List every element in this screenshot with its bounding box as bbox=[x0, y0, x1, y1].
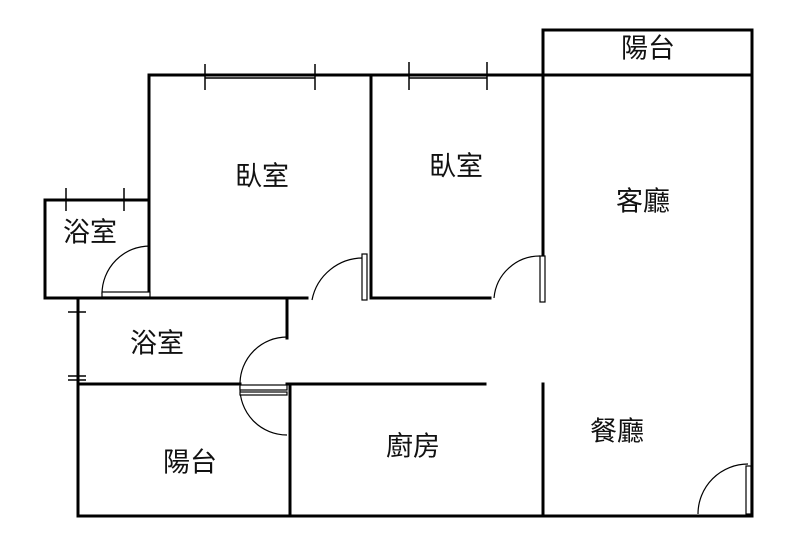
label-balcony-top: 陽台 bbox=[621, 34, 675, 65]
label-bathroom-small: 浴室 bbox=[63, 218, 117, 249]
window-bath-lower bbox=[68, 311, 86, 381]
doors bbox=[101, 245, 752, 515]
wall-balcony-top bbox=[541, 28, 754, 77]
window-bedroom2 bbox=[408, 62, 488, 90]
label-kitchen: 廚房 bbox=[386, 432, 440, 463]
door-bath-lower[interactable] bbox=[239, 336, 288, 385]
wall-bath-small bbox=[43, 198, 151, 300]
door-bedroom1[interactable] bbox=[311, 253, 368, 301]
door-entrance[interactable] bbox=[697, 463, 752, 515]
door-bath-small[interactable] bbox=[101, 245, 151, 298]
room-labels: 陽台 臥室 臥室 客廳 浴室 浴室 陽台 廚房 餐廳 bbox=[63, 34, 675, 479]
label-bathroom-lower: 浴室 bbox=[130, 329, 184, 360]
label-living-room: 客廳 bbox=[616, 187, 670, 218]
label-bedroom-left: 臥室 bbox=[235, 162, 289, 193]
windows bbox=[65, 62, 488, 381]
label-dining-room: 餐廳 bbox=[590, 417, 644, 448]
label-balcony-bottom: 陽台 bbox=[163, 448, 217, 479]
door-balcony[interactable] bbox=[239, 384, 288, 436]
window-bedroom1 bbox=[204, 64, 316, 90]
door-bedroom2[interactable] bbox=[493, 255, 546, 303]
window-bath-small bbox=[65, 188, 125, 211]
label-bedroom-middle: 臥室 bbox=[429, 152, 483, 183]
walls bbox=[43, 28, 754, 518]
